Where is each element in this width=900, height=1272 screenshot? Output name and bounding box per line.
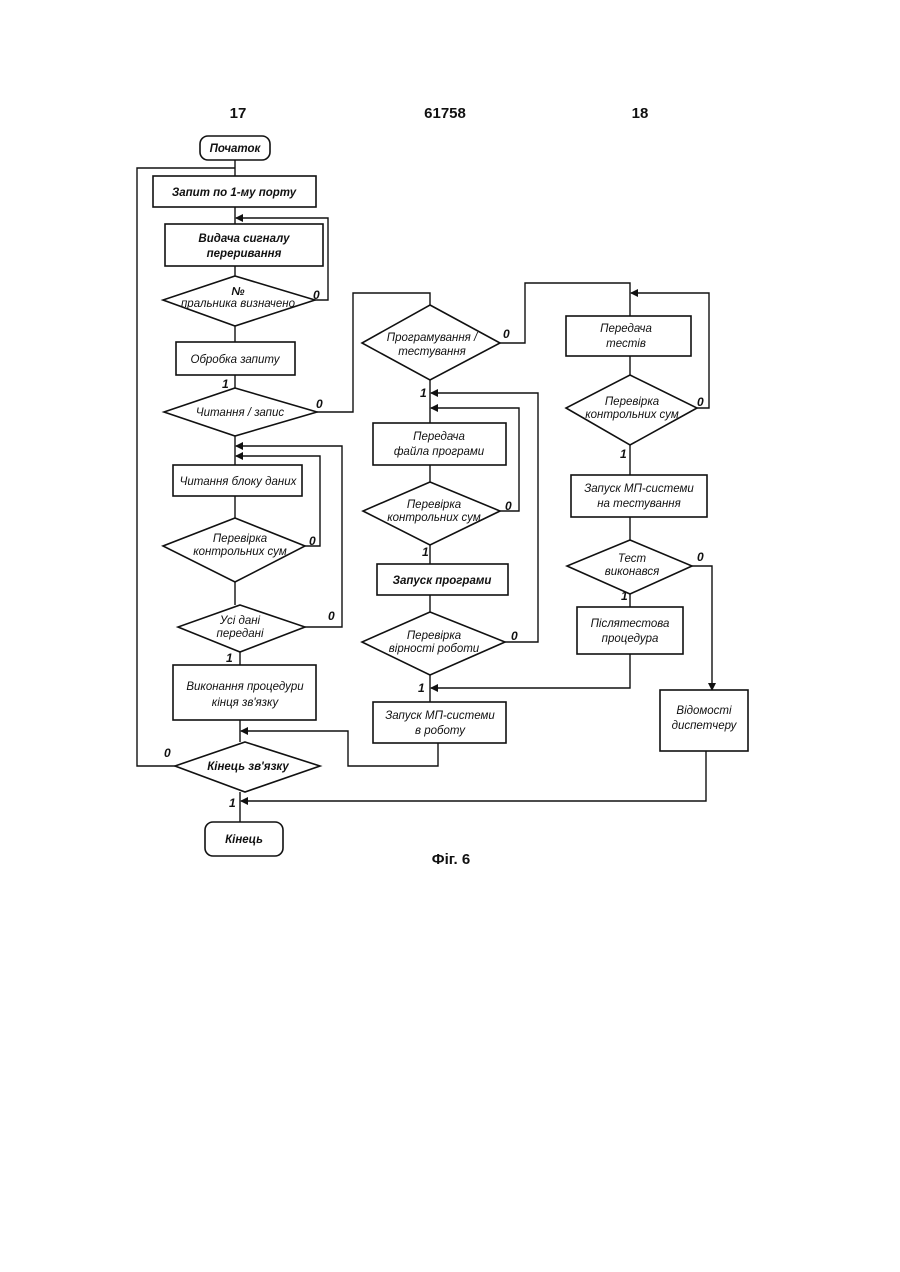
- query-port-box: Запит по 1-му порту: [153, 176, 316, 207]
- decision-identified: № пральника визначено: [163, 276, 315, 326]
- end-link-label: Кінець зв'язку: [207, 761, 289, 773]
- prog-test-no-label: 0: [503, 327, 510, 341]
- post-test-label-1: Післятестова: [591, 618, 670, 630]
- process-query-yes-label: 1: [222, 377, 229, 391]
- decision-checksum-3: Перевірка контрольних сум: [566, 375, 697, 445]
- checksum-3-no-label: 0: [697, 395, 704, 409]
- page-number-right: 18: [632, 105, 649, 122]
- figure-caption: Фіг. 6: [432, 851, 470, 868]
- correct-no-label: 0: [511, 629, 518, 643]
- end-terminator: Кінець: [205, 822, 283, 856]
- prog-test-label-2: тестування: [398, 346, 466, 358]
- test-done-yes-label: 1: [621, 589, 628, 603]
- finish-proc-label-1: Виконання процедури: [186, 681, 304, 693]
- end-link-no-label: 0: [164, 746, 171, 760]
- checksum-3-label-2: контрольних сум: [585, 409, 679, 421]
- send-tests-label-2: тестів: [606, 338, 646, 350]
- prog-test-label-1: Програмування /: [387, 332, 479, 344]
- decision-all-sent: Усі дані передані: [178, 605, 305, 652]
- checksum-2-label-1: Перевірка: [407, 499, 461, 511]
- read-block-box: Читання блоку даних: [173, 465, 302, 496]
- decision-correct: Перевірка вірності роботи: [362, 612, 505, 675]
- start-mp-test-label-1: Запуск МП-системи: [584, 483, 694, 495]
- prog-test-yes-label: 1: [420, 386, 427, 400]
- test-done-no-label: 0: [697, 550, 704, 564]
- send-file-box: Передача файла програми: [373, 423, 506, 465]
- send-tests-box: Передача тестів: [566, 316, 691, 356]
- page-number-left: 17: [230, 105, 247, 122]
- run-program-label: Запуск програми: [393, 575, 492, 587]
- finish-proc-label-2: кінця зв'язку: [212, 697, 280, 709]
- all-sent-no-label: 0: [328, 609, 335, 623]
- checksum-1-label-1: Перевірка: [213, 533, 267, 545]
- checksum-1-label-2: контрольних сум: [193, 546, 287, 558]
- identified-label-2: пральника визначено: [181, 298, 296, 310]
- read-block-label: Читання блоку даних: [180, 476, 298, 488]
- start-mp-work-label-1: Запуск МП-системи: [385, 710, 495, 722]
- start-mp-test-box: Запуск МП-системи на тестування: [571, 475, 707, 517]
- query-port-label: Запит по 1-му порту: [172, 187, 297, 199]
- checksum-2-yes-label: 1: [422, 545, 429, 559]
- correct-label-1: Перевірка: [407, 630, 461, 642]
- read-write-no-label: 0: [316, 397, 323, 411]
- decision-end-link: Кінець зв'язку: [175, 742, 320, 792]
- checksum-2-label-2: контрольних сум: [387, 512, 481, 524]
- decision-prog-test: Програмування / тестування: [362, 305, 500, 380]
- send-file-label-1: Передача: [413, 431, 465, 443]
- post-test-box: Післятестова процедура: [577, 607, 683, 654]
- post-test-label-2: процедура: [602, 633, 659, 645]
- correct-label-2: вірності роботи: [389, 643, 480, 655]
- all-sent-label-1: Усі дані: [219, 615, 261, 627]
- start-label: Початок: [210, 143, 262, 155]
- send-tests-label-1: Передача: [600, 323, 652, 335]
- start-mp-work-box: Запуск МП-системи в роботу: [373, 702, 506, 743]
- end-label: Кінець: [225, 834, 263, 846]
- read-write-label: Читання / запис: [196, 407, 285, 419]
- run-program-box: Запуск програми: [377, 564, 508, 595]
- start-terminator: Початок: [200, 136, 270, 160]
- all-sent-yes-label: 1: [226, 651, 233, 665]
- document-number: 61758: [424, 105, 466, 122]
- test-done-label-1: Тест: [618, 553, 647, 565]
- start-mp-work-label-2: в роботу: [415, 725, 466, 737]
- send-signal-label-2: переривання: [207, 248, 282, 260]
- decision-read-write: Читання / запис: [164, 388, 317, 436]
- correct-yes-label: 1: [418, 681, 425, 695]
- checksum-3-yes-label: 1: [620, 447, 627, 461]
- start-mp-test-label-2: на тестування: [597, 498, 681, 510]
- checksum-3-label-1: Перевірка: [605, 396, 659, 408]
- identified-label-1: №: [231, 286, 244, 298]
- test-done-label-2: виконався: [605, 566, 660, 578]
- all-sent-label-2: передані: [216, 628, 263, 640]
- decision-checksum-2: Перевірка контрольних сум: [363, 482, 500, 545]
- notify-label-2: диспетчеру: [672, 720, 738, 732]
- process-query-label: Обробка запиту: [191, 354, 281, 366]
- end-link-yes-label: 1: [229, 796, 236, 810]
- decision-test-done: Тест виконався: [567, 540, 692, 594]
- send-signal-box: Видача сигналу переривання: [165, 224, 323, 266]
- decision-checksum-1: Перевірка контрольних сум: [163, 518, 305, 582]
- send-signal-label-1: Видача сигналу: [198, 233, 290, 245]
- notify-dispatcher-box: Відомості диспетчеру: [660, 690, 748, 751]
- finish-procedure-box: Виконання процедури кінця зв'язку: [173, 665, 316, 720]
- send-file-label-2: файла програми: [394, 446, 485, 458]
- notify-label-1: Відомості: [676, 705, 732, 717]
- process-query-box: Обробка запиту: [176, 342, 295, 375]
